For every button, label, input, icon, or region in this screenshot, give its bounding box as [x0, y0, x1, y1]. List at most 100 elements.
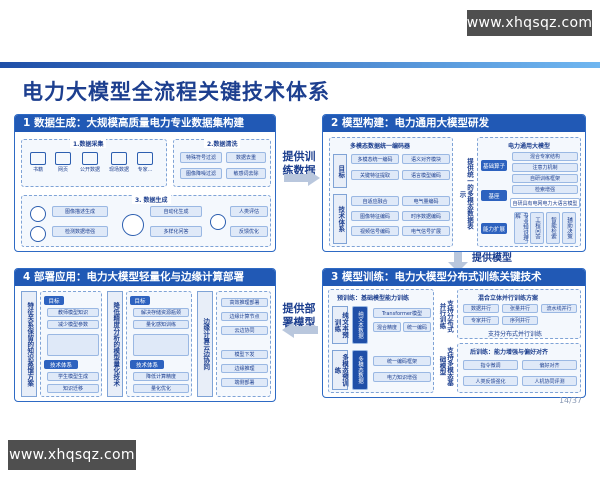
parallel-bottom: 支持分布式并行训练: [488, 331, 543, 338]
watermark-bottom: www.xhqsqz.com: [8, 440, 136, 470]
panel-data-generation: 1 数据生成：大规模高质量电力专业数据集构建 1.数据采集 书籍 网页 公开数据…: [14, 114, 276, 252]
model-band: 自研具有电网电力大语言模型: [510, 198, 580, 208]
clean-item: 数据去重: [226, 152, 266, 163]
mm-data-block: [352, 350, 368, 390]
clean-item: 图像降噪过滤: [180, 168, 222, 179]
parallel-item: 张量并行: [502, 304, 538, 313]
enc-item: 图像特征编码: [351, 211, 399, 221]
webpage-icon: 网页: [55, 152, 71, 173]
text-pretrain-label: 纯文本预训练: [332, 306, 348, 344]
data-generation-title: 3. 数据生成: [132, 195, 171, 204]
goal-tag: 目标: [44, 296, 64, 305]
model-right-item: 混合专家结构: [512, 152, 578, 161]
model-cap: 智能检索: [546, 212, 560, 244]
slide: 电力大模型全流程关键技术体系 1 数据生成：大规模高质量电力专业数据集构建 1.…: [0, 62, 600, 407]
quant-item: 解决存储资源瓶颈: [133, 308, 189, 317]
text-data-label: 纯文本数据: [357, 311, 363, 339]
parallel-support-label: 支持分布式并行训练: [436, 295, 454, 337]
model-left-tag: 基座: [481, 190, 507, 201]
enc-item: 语言模型编码: [402, 170, 450, 180]
distillation-label: 特征关系保留的知识蒸馏方案: [21, 291, 37, 397]
quant-diagram: [133, 334, 189, 356]
mm-data-label: 多模态数据: [357, 356, 363, 384]
gen-item: 人类评估: [230, 206, 268, 217]
posttrain-title: 后训练：能力增强与偏好对齐: [470, 349, 549, 356]
gen-item: 多样化问答: [150, 226, 202, 237]
post-item: 指令微调: [463, 360, 518, 370]
data-cleaning-title: 2.数据清洗: [204, 139, 241, 148]
pretrain-item: 混合精度: [373, 322, 401, 332]
enc-item: 自适应融合: [351, 196, 399, 206]
quantization-label: 降低精度分析的模型量化技术: [107, 291, 123, 397]
parallel-item: 专家并行: [463, 316, 499, 325]
clean-item: 特殊符号过滤: [180, 152, 222, 163]
gen-item: 检测数据增强: [52, 226, 108, 237]
book-icon: 书籍: [30, 152, 46, 173]
tech-tag: 技术体系: [130, 360, 164, 369]
arrow-down-icon: [448, 252, 468, 272]
pretrain-title: 预训练：基础模型能力训练: [337, 295, 410, 302]
edge-item: 云边协同: [221, 326, 268, 335]
edge-item: 边缘计算节点: [221, 312, 268, 321]
post-item: 人机协同评测: [522, 376, 577, 386]
panel-model-building: 2 模型构建：电力通用大模型研发 多模态数据统一编码器 目标 技术体系 多模态统…: [322, 114, 586, 252]
data-generation-box: 3. 数据生成 图像描述生成 检测数据增强 自动化生成 多样化问答 人类评估 反…: [21, 195, 271, 247]
model-right-item: 自研训练框架: [512, 174, 578, 183]
panel-deployment: 4 部署应用：电力大模型轻量化与边缘计算部署 特征关系保留的知识蒸馏方案 目标 …: [14, 268, 276, 402]
edge-item: 端侧部署: [221, 378, 268, 387]
enc-item: 电气信号扩展: [402, 226, 450, 236]
model-left-tag: 能力扩展: [481, 223, 507, 234]
provide-representation-label: 提供统一的多模态数据表示: [456, 155, 474, 233]
quant-item: 降低计算精度: [133, 372, 189, 381]
edge-computing-label: 边缘计算云边协同: [197, 291, 213, 397]
enc-item: 视频信号编码: [351, 226, 399, 236]
watermark-top: www.xhqsqz.com: [467, 10, 592, 36]
general-model-title: 电力通用大模型: [508, 143, 551, 150]
panel-model-training: 3 模型训练：电力大模型分布式训练关键技术 预训练：基础模型能力训练 纯文本预训…: [322, 268, 586, 398]
edge-item: 模型下发: [221, 350, 268, 359]
training-data-label: 提供训练数据: [282, 150, 316, 177]
image-icon: [30, 206, 46, 222]
pretrain-item: 统一编码框架: [373, 356, 431, 366]
parallel-item: 流水线并行: [541, 304, 577, 313]
gen-item: 自动化生成: [150, 206, 202, 217]
page-number: 14/37: [558, 396, 582, 405]
model-cap: 工程问答: [530, 212, 544, 244]
pretrain-item: 电力知识增强: [373, 372, 431, 382]
enc-item: 语义对齐模块: [402, 154, 450, 164]
distill-item: 减少模型参数: [47, 320, 99, 329]
pretrain-box: 预训练：基础模型能力训练 纯文本预训练 多模态预训练 纯文本数据 Transfo…: [328, 289, 434, 393]
encoder-title: 多模态数据统一编码器: [350, 143, 411, 150]
enc-item: 多模态统一编码: [351, 154, 399, 164]
model-left-tag: 基础算子: [481, 160, 507, 171]
quantization-box: 目标 解决存储资源瓶颈 量化感知训练 技术体系 降低计算精度 量化优化: [126, 291, 192, 397]
panel-title: 4 部署应用：电力大模型轻量化与边缘计算部署: [15, 269, 275, 286]
distill-item: 学生模型生成: [47, 372, 99, 381]
panel-title: 2 模型构建：电力通用大模型研发: [323, 115, 585, 132]
enc-item: 电气量编码: [402, 196, 450, 206]
enc-item: 关键特征提取: [351, 170, 399, 180]
panel-title: 3 模型训练：电力大模型分布式训练关键技术: [323, 269, 585, 286]
quant-item: 量化优化: [133, 384, 189, 393]
post-item: 偏好对齐: [522, 360, 577, 370]
post-item: 人类反馈强化: [463, 376, 518, 386]
parallel-item: 序列并行: [502, 316, 538, 325]
model-right-item: 检索增强: [512, 185, 578, 194]
panel-title: 1 数据生成：大规模高质量电力专业数据集构建: [15, 115, 275, 132]
data-collection-box: 1.数据采集 书籍 网页 公开数据 现场数据 专家...: [21, 139, 167, 187]
slide-title: 电力大模型全流程关键技术体系: [22, 80, 330, 104]
arrow-right-icon: [284, 170, 320, 186]
enc-item: 时序数据编码: [402, 211, 450, 221]
general-model-box: 电力通用大模型 基础算子 基座 能力扩展 混合专家结构 注意力机制 自研训练框架…: [477, 137, 581, 247]
gen-item: 图像描述生成: [52, 206, 108, 217]
transformer-label: Transformer模型: [373, 308, 431, 318]
arrow-left-icon: [282, 322, 318, 338]
ai-model-icon: [122, 214, 144, 236]
parallel-title: 混合立体并行训练方案: [478, 295, 539, 302]
clean-item: 敏感词去除: [226, 168, 266, 179]
gen-item: 反馈优化: [230, 226, 268, 237]
data-collection-title: 1.数据采集: [70, 139, 107, 148]
encoder-box: 多模态数据统一编码器 目标 技术体系 多模态统一编码 语义对齐模块 关键特征提取…: [329, 137, 453, 247]
goal-tag: 目标: [333, 154, 347, 188]
edge-item: 高效推理部署: [221, 298, 268, 307]
